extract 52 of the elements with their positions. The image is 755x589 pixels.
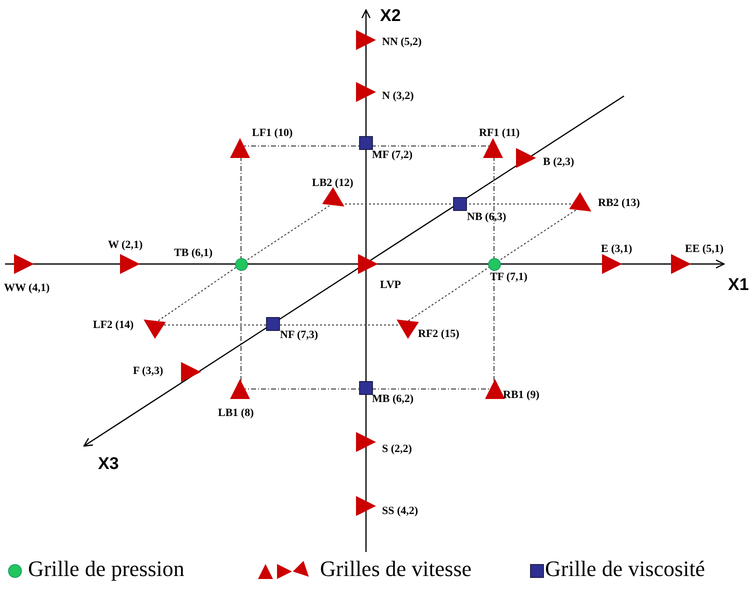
point-label: MF (7,2) — [372, 150, 413, 161]
point-label: B (2,3) — [543, 157, 574, 168]
point-label: RB2 (13) — [598, 198, 640, 209]
legend-label: Grilles de vitesse — [320, 558, 472, 580]
triangle-marker — [483, 138, 503, 158]
triangle-marker — [120, 254, 140, 274]
triangle-marker — [356, 496, 376, 516]
legend-label: Grille de viscosité — [545, 558, 706, 580]
square-marker — [359, 136, 373, 150]
triangle-marker — [356, 30, 376, 50]
axis-label: X1 — [728, 276, 749, 293]
triangle-marker — [516, 148, 536, 168]
point-label: LVP — [380, 280, 401, 291]
point-label: LF1 (10) — [252, 128, 293, 139]
point-label: NN (5,2) — [382, 37, 422, 48]
point-label: F (3,3) — [133, 366, 164, 377]
triangle-marker — [14, 254, 34, 274]
axis-label: X2 — [380, 7, 401, 24]
triangle-marker — [485, 379, 505, 399]
point-label: LB2 (12) — [312, 178, 354, 189]
point-label: W (2,1) — [108, 240, 143, 251]
square-marker — [266, 317, 280, 331]
square-marker — [359, 381, 373, 395]
point-label: LF2 (14) — [93, 320, 134, 331]
point-label: NF (7,3) — [280, 330, 318, 341]
point-label: NB (6,3) — [467, 212, 506, 223]
point-label: EE (5,1) — [685, 244, 724, 255]
point-label: N (3,2) — [382, 91, 414, 102]
triangle-marker — [230, 138, 250, 158]
triangle-marker — [230, 379, 250, 399]
point-label: MB (6,2) — [372, 394, 414, 405]
point-label: TB (6,1) — [174, 248, 212, 259]
point-label: WW (4,1) — [4, 283, 50, 294]
point-label: RF1 (11) — [479, 128, 520, 139]
legend-label: Grille de pression — [28, 558, 184, 580]
axis-label: X3 — [98, 455, 119, 472]
square-marker — [453, 197, 467, 211]
point-label: E (3,1) — [601, 244, 632, 255]
triangle-marker — [181, 362, 201, 382]
point-label: RF2 (15) — [418, 329, 460, 340]
point-label: SS (4,2) — [382, 506, 418, 517]
triangle-marker — [358, 254, 378, 274]
point-label: S (2,2) — [382, 444, 412, 455]
triangle-marker — [671, 254, 691, 274]
point-label: LB1 (8) — [218, 408, 254, 419]
point-label: TF (7,1) — [490, 272, 528, 283]
triangle-marker — [602, 254, 622, 274]
point-label: RB1 (9) — [503, 390, 540, 401]
triangle-marker — [356, 82, 376, 102]
circle-marker — [234, 258, 248, 270]
triangle-marker — [356, 432, 376, 452]
circle-marker — [488, 258, 500, 270]
